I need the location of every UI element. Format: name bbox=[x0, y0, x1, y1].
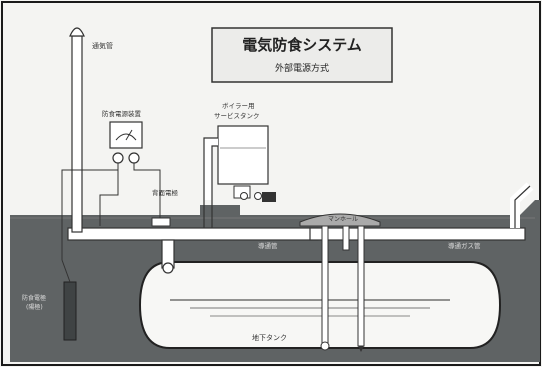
anode-label-2: (陽極) bbox=[26, 303, 43, 311]
tank-label: 地下タンク bbox=[252, 333, 287, 342]
rectifier-unit bbox=[61, 121, 161, 260]
conductor-left-label: 導通管 bbox=[258, 241, 278, 250]
manhole-label: マンホール bbox=[328, 216, 358, 223]
anode-rod bbox=[61, 259, 77, 341]
rectifier-label: 防食電源装置 bbox=[102, 109, 142, 118]
title-main: 電気防食システム bbox=[242, 36, 362, 54]
conductor-right-label: 導通ガス管 bbox=[448, 241, 481, 250]
vent-pipe-label: 通気管 bbox=[92, 41, 113, 50]
boiler-tank-label-1: ボイラー用 bbox=[222, 102, 255, 110]
manhole: マンホール bbox=[299, 213, 381, 227]
fill-tubes bbox=[320, 225, 365, 352]
underground-tank bbox=[138, 261, 502, 349]
anode-label-1: 防食電極 bbox=[22, 294, 46, 302]
vent-pipe bbox=[69, 27, 85, 233]
backfill-electrode-label: 背面電極 bbox=[152, 188, 179, 197]
backfill-electrode bbox=[151, 217, 171, 227]
title-box: 電気防食システム 外部電源方式 bbox=[211, 27, 393, 83]
boiler-service-tank bbox=[203, 125, 276, 228]
title-sub: 外部電源方式 bbox=[275, 62, 329, 74]
boiler-tank-label-2: サービスタンク bbox=[214, 111, 260, 120]
